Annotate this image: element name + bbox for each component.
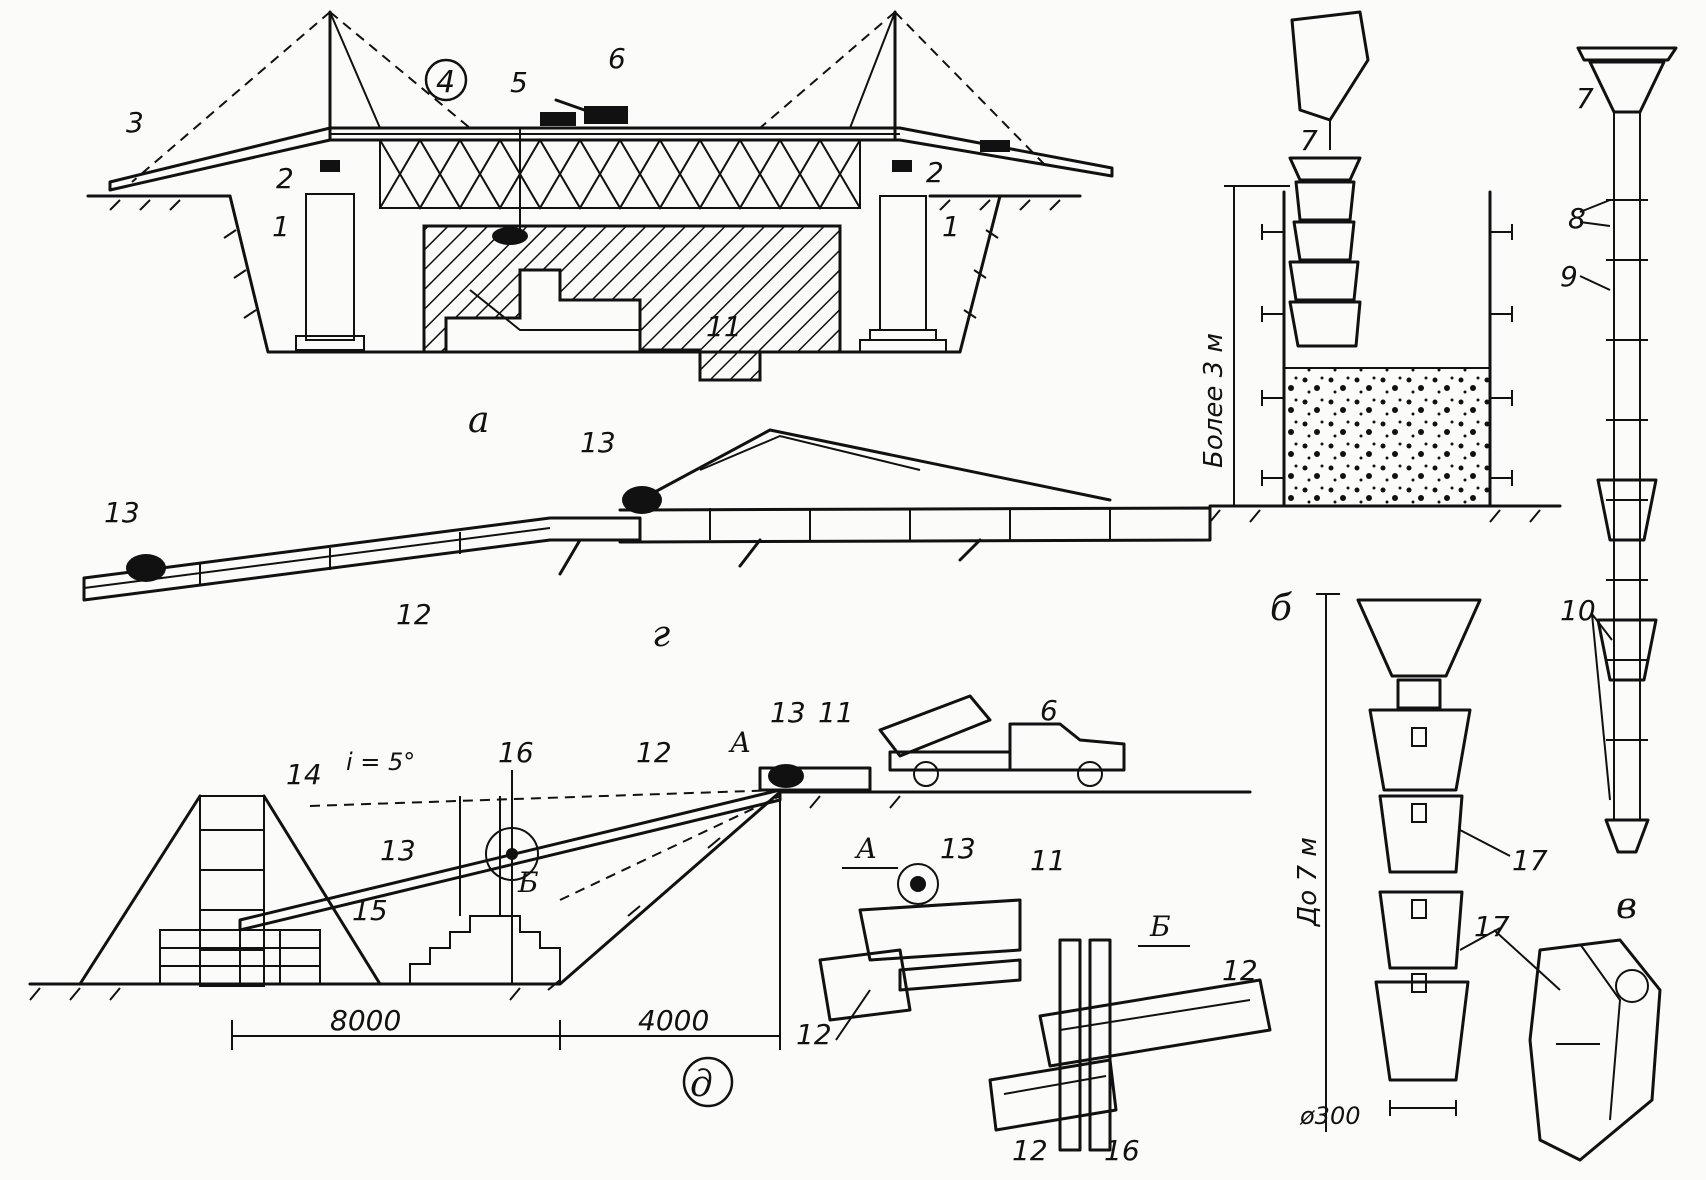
- callout-13d: 13: [770, 696, 806, 729]
- dim-4000: 4000: [638, 1004, 709, 1037]
- callout-1b: 1: [942, 210, 960, 243]
- callout-15: 15: [352, 894, 388, 927]
- foundation-mass: [422, 224, 842, 382]
- callout-7b: 7: [1576, 82, 1594, 115]
- callout-12b: 12: [636, 736, 672, 769]
- callout-13c: 13: [380, 834, 416, 867]
- callout-3: 3: [126, 106, 144, 139]
- callout-13b: 13: [104, 496, 140, 529]
- callout-11c: 11: [1030, 844, 1066, 877]
- callout-17a: 17: [1512, 844, 1548, 877]
- callout-9: 9: [1560, 260, 1578, 293]
- dim-8000: 8000: [330, 1004, 401, 1037]
- section-mark-B1: Б: [517, 866, 539, 899]
- part-a-trestle: 3 4 5 6 2 1 2 1 а: [86, 10, 1114, 441]
- part-d-feeder: 14 i = 5° 13 15 16 Б 12 А 13 11 6 8000 4…: [28, 694, 1252, 1108]
- callout-12e: 12: [1012, 1134, 1048, 1167]
- callout-7a: 7: [1300, 124, 1318, 157]
- section-mark-A2: А: [854, 832, 877, 865]
- section-mark-A1: А: [728, 726, 751, 759]
- callout-13a: 13: [580, 426, 616, 459]
- part-letter-b: б: [1270, 588, 1293, 629]
- section-B-detail: Б 12 12 16: [988, 910, 1272, 1167]
- part-g-chute: 13 13 11 12 г: [82, 310, 1212, 655]
- part-v-vibrochute: 7 8 9 10 в: [1493, 46, 1678, 1162]
- callout-5: 5: [510, 66, 528, 99]
- callout-1a: 1: [272, 210, 290, 243]
- callout-12c: 12: [796, 1018, 832, 1051]
- slope-label: i = 5°: [346, 748, 415, 776]
- callout-12a: 12: [396, 598, 432, 631]
- roller-13-right: [622, 486, 662, 514]
- callout-11a: 11: [706, 310, 742, 343]
- callout-16a: 16: [498, 736, 534, 769]
- part-letter-d: д: [690, 1064, 713, 1105]
- callout-11b: 11: [818, 696, 854, 729]
- right-pier: [879, 195, 927, 331]
- callout-12d: 12: [1222, 954, 1258, 987]
- dim-diameter: ø300: [1299, 1102, 1361, 1130]
- part-b-chute: б До 7 м ø300 17 17: [1270, 588, 1548, 1132]
- callout-10: 10: [1560, 594, 1596, 627]
- dim-height-upto: До 7 м: [1293, 837, 1323, 927]
- callout-8: 8: [1568, 202, 1586, 235]
- callout-16b: 16: [1104, 1134, 1140, 1167]
- part-letter-a: а: [468, 400, 489, 441]
- callout-2b: 2: [926, 156, 944, 189]
- left-pier: [305, 193, 355, 341]
- tall-formwork: Более 3 м 7: [1199, 10, 1562, 523]
- callout-6a: 6: [608, 42, 626, 75]
- callout-4: 4: [436, 65, 455, 100]
- part-d-circle: [682, 1056, 734, 1108]
- part-letter-g: г: [652, 614, 670, 655]
- tower-14: [199, 795, 265, 987]
- part-letter-v: в: [1616, 886, 1637, 927]
- concrete-fill: [1283, 367, 1491, 507]
- section-A-detail: А 13 11 12: [796, 832, 1066, 1051]
- callout-4-circle: [424, 58, 468, 102]
- truss: [379, 138, 861, 210]
- callout-17b: 17: [1474, 910, 1510, 943]
- callout-6b: 6: [1040, 694, 1058, 727]
- callout-13e: 13: [940, 832, 976, 865]
- callout-2a: 2: [276, 162, 294, 195]
- section-mark-B2: Б: [1149, 910, 1171, 943]
- roller-13-left: [126, 554, 166, 582]
- dump-truck: [878, 694, 1126, 787]
- dim-height-more: Более 3 м: [1199, 333, 1229, 468]
- callout-14: 14: [286, 758, 322, 791]
